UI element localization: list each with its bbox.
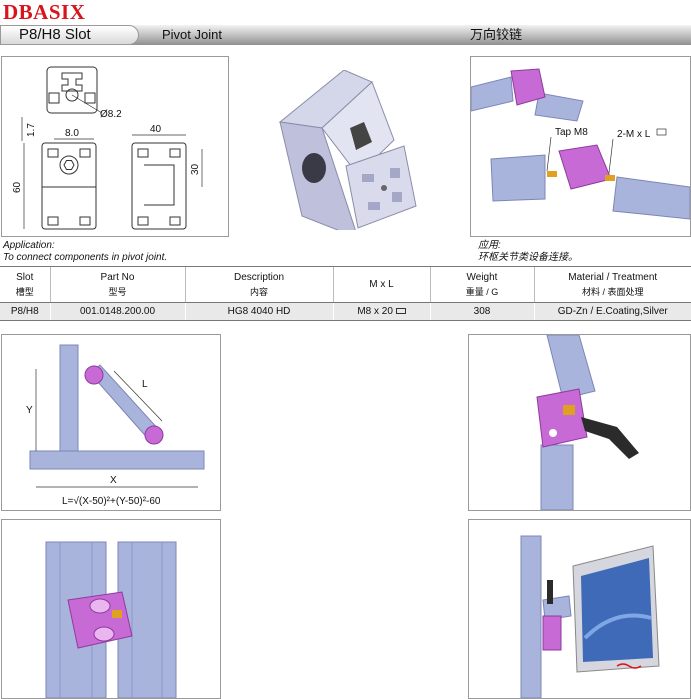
technical-drawing-box: Ø8.2 1.7 8.0 40 60 30 [1,56,229,237]
label-x: X [110,475,117,486]
cell-slot: P8/H8 [0,302,50,321]
dim-60: 60 [12,181,23,193]
header-bar [0,25,691,45]
callout-tap: Tap M8 [555,127,588,138]
assembly-illustration: Tap M8 2-M x L [471,68,690,220]
lever-render [536,335,639,510]
dim-diameter: Ø8.2 [100,109,122,120]
application-photo-monitor [468,519,691,699]
screw-icon [395,308,406,315]
dim-8-0: 8.0 [65,128,79,139]
assembly-illustration-box: Tap M8 2-M x L [470,56,691,237]
application-text-cn: 环枢关节类设备连接。 [478,252,578,263]
application-text: To connect components in pivot joint. [3,252,168,263]
brand-logo: DBASIX [3,0,86,24]
slot-title: P8/H8 Slot [0,25,139,45]
cell-part-no: 001.0148.200.00 [49,302,185,321]
application-photo-profile [1,519,221,699]
product-name: Pivot Joint [162,27,222,42]
technical-drawing: Ø8.2 1.7 8.0 40 60 30 [12,66,203,230]
dim-40: 40 [150,124,162,135]
monitor-render [520,535,660,698]
dim-30: 30 [190,163,201,175]
application-photo-lever [468,334,691,511]
cell-mxl: M8 x 20 [332,302,430,321]
cell-weight: 308 [429,302,534,321]
pivot-joint-render [278,70,417,230]
cell-material: GD-Zn / E.Coating,Silver [533,302,691,321]
table-row: P8/H8 001.0148.200.00 HG8 4040 HD M8 x 2… [0,302,691,321]
profile-render [45,541,177,698]
callout-screw: 2-M x L [617,129,651,140]
length-formula: L=√(X-50)²+(Y-50)²-60 [62,496,161,507]
dim-1-7: 1.7 [26,123,37,137]
product-name-cn: 万向铰链 [470,27,523,42]
screw-icon [656,128,667,136]
label-l: L [142,379,148,390]
geometry-diagram: Y X L [26,344,205,488]
application-title: Application: [3,240,55,251]
header-mxl: M x L [332,266,430,303]
geometry-diagram-box: Y X L [1,334,221,511]
application-title-cn: 应用: [478,240,501,251]
cell-description: HG8 4040 HD [184,302,333,321]
label-y: Y [26,405,33,416]
